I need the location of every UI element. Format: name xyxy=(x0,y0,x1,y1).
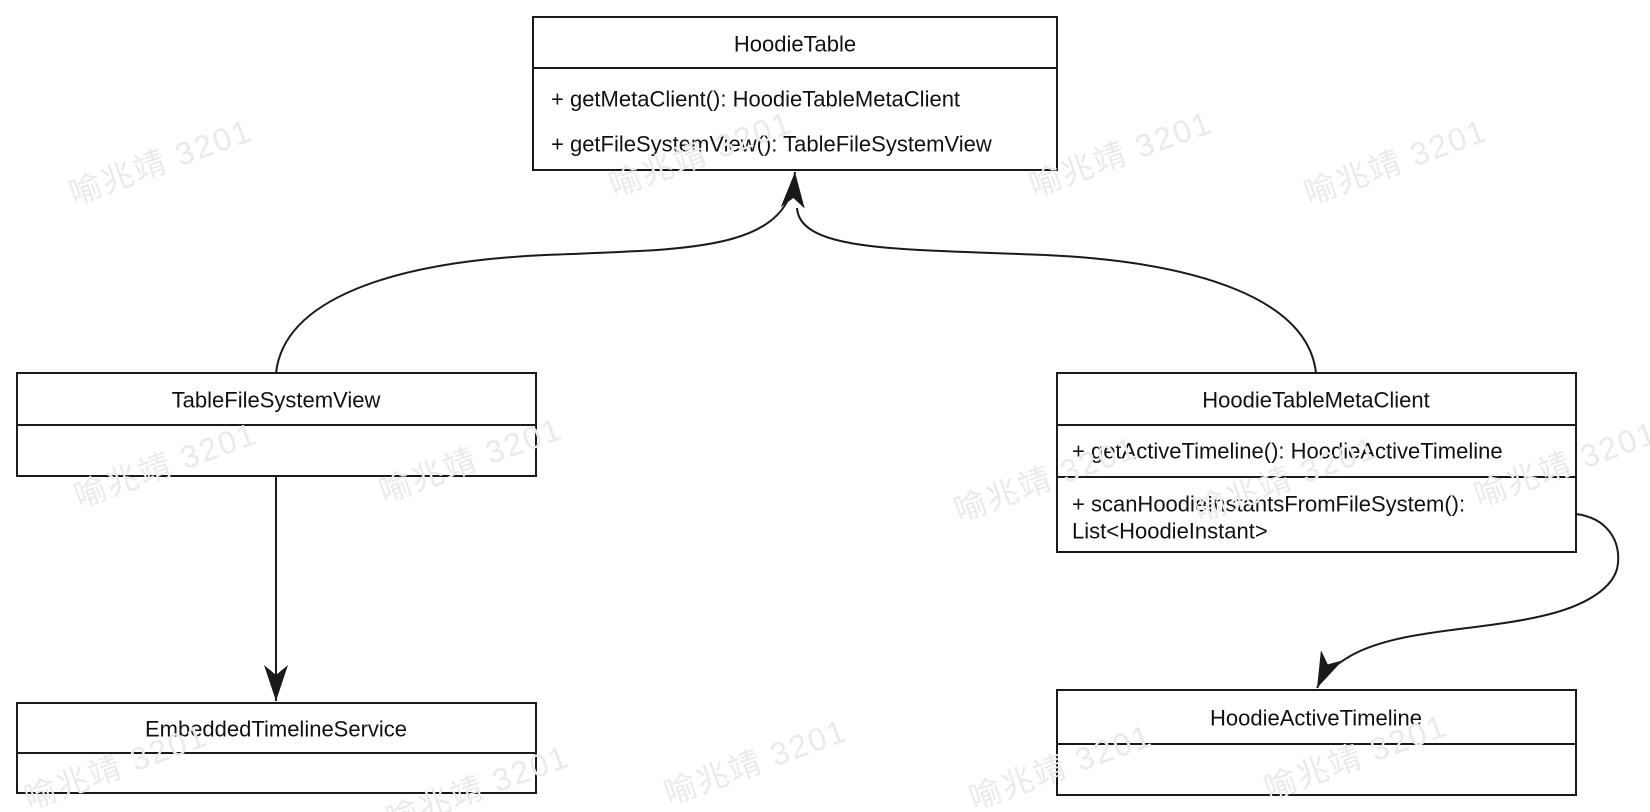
method-scanhoodieinstants-line1: + scanHoodieInstantsFromFileSystem(): xyxy=(1072,492,1465,517)
edge-tablefilesystemview-to-hoodietable xyxy=(275,171,805,374)
method-getactivetimeline: + getActiveTimeline(): HoodieActiveTimel… xyxy=(1072,439,1503,464)
method-scanhoodieinstants-line2: List<HoodieInstant> xyxy=(1072,519,1268,544)
class-node-hoodieactivetimeline: HoodieActiveTimeline xyxy=(1056,689,1577,796)
class-title-hoodietable: HoodieTable xyxy=(734,32,856,57)
class-node-hoodietable: HoodieTable + getMetaClient(): HoodieTab… xyxy=(532,16,1058,171)
class-box-hoodietable xyxy=(532,16,1058,171)
class-title-tablefilesystemview: TableFileSystemView xyxy=(172,388,381,413)
class-title-hoodietablemetaclient: HoodieTableMetaClient xyxy=(1202,388,1429,413)
edge-hoodietablemetaclient-to-hoodieactivetimeline xyxy=(1316,513,1620,689)
edges xyxy=(264,171,1620,701)
class-node-tablefilesystemview: TableFileSystemView xyxy=(16,372,537,477)
edge-hoodietablemetaclient-to-hoodietable xyxy=(796,207,1317,374)
method-getmetaclient: + getMetaClient(): HoodieTableMetaClient xyxy=(551,87,960,112)
class-box-hoodieactivetimeline xyxy=(1056,689,1577,796)
class-box-hoodietablemetaclient xyxy=(1056,372,1577,553)
class-box-embeddedtimelineservice xyxy=(16,702,537,794)
class-node-hoodietablemetaclient: HoodieTableMetaClient + getActiveTimelin… xyxy=(1056,372,1577,553)
class-title-hoodieactivetimeline: HoodieActiveTimeline xyxy=(1210,706,1422,731)
class-node-embeddedtimelineservice: EmbeddedTimelineService xyxy=(16,702,537,794)
class-title-embeddedtimelineservice: EmbeddedTimelineService xyxy=(145,717,407,742)
method-getfilesystemview: + getFileSystemView(): TableFileSystemVi… xyxy=(551,132,992,157)
